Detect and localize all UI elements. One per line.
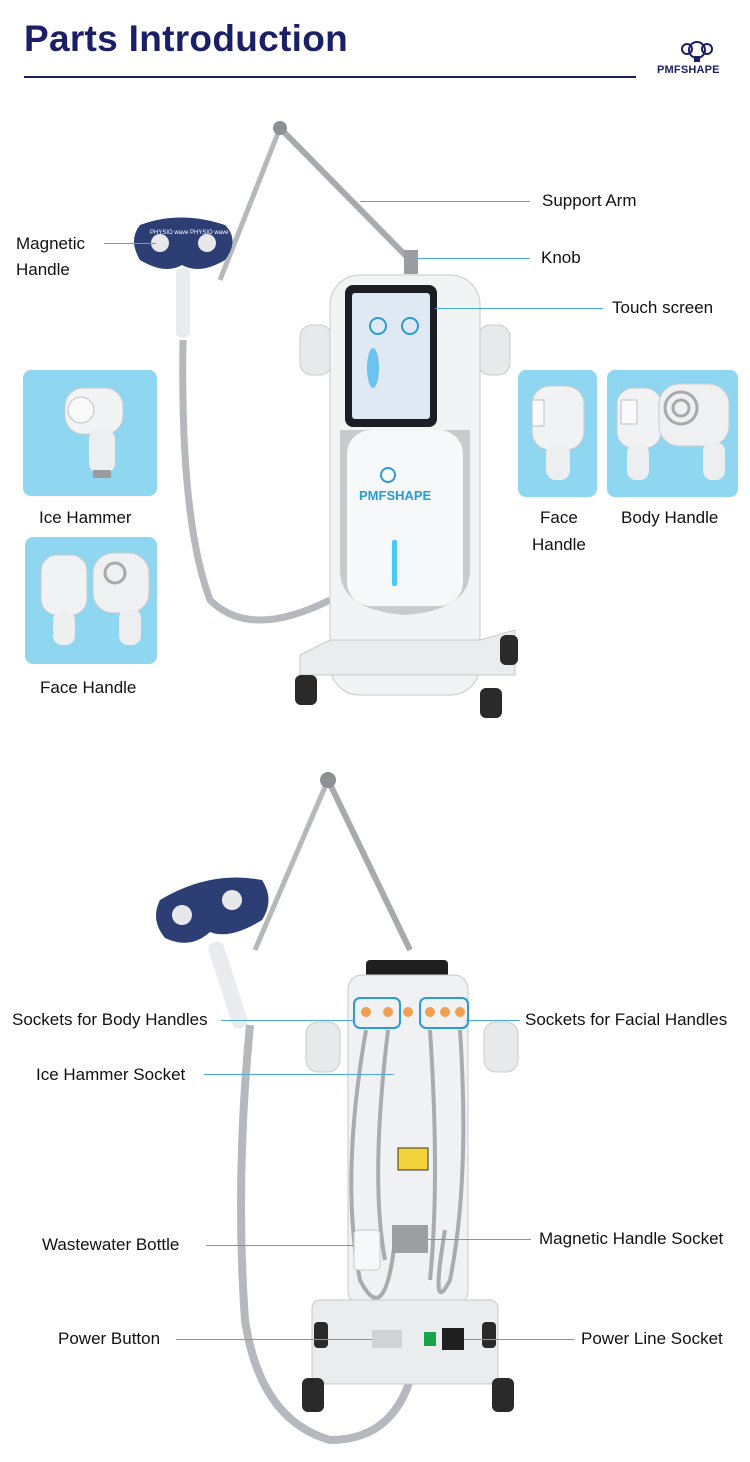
brand-mascot-icon xyxy=(681,41,713,62)
device-back-illustration xyxy=(156,772,519,1445)
label-wastewater-bottle: Wastewater Bottle xyxy=(42,1235,180,1254)
label-magnetic-handle-1: Magnetic xyxy=(16,234,85,253)
device-brand-text: PMFSHAPE xyxy=(359,488,432,503)
leader-magnetic-handle xyxy=(104,243,156,244)
title-underline xyxy=(24,76,636,78)
body-handle-icon xyxy=(616,383,730,480)
label-face-handle-left: Face Handle xyxy=(40,678,137,697)
label-sockets-facial: Sockets for Facial Handles xyxy=(525,1010,728,1029)
label-ice-hammer: Ice Hammer xyxy=(39,508,132,527)
label-touch-screen: Touch screen xyxy=(612,298,714,317)
page-title: Parts Introduction xyxy=(24,18,349,59)
face-handle-icon xyxy=(531,385,585,480)
magnetic-handle-paddle: PHYSIO wave PHYSIO wave xyxy=(134,217,233,338)
label-magnetic-handle-socket: Magnetic Handle Socket xyxy=(539,1229,724,1248)
label-power-button: Power Button xyxy=(58,1329,161,1348)
tile-face-handle-right xyxy=(518,370,597,497)
ice-hammer-icon xyxy=(64,387,124,478)
leader-power-line-socket xyxy=(464,1339,574,1340)
device-front-illustration: PHYSIO wave PHYSIO wave PMFSHAPE xyxy=(134,121,518,718)
label-knob: Knob xyxy=(541,248,581,267)
paddle-text-left: PHYSIO wave xyxy=(150,230,189,236)
label-sockets-body: Sockets for Body Handles xyxy=(12,1010,208,1029)
label-face-handle-right-1: Face xyxy=(540,508,578,527)
leader-magnetic-handle-socket xyxy=(428,1239,531,1240)
label-face-handle-right-2: Handle xyxy=(532,535,586,554)
label-support-arm: Support Arm xyxy=(542,191,637,210)
leader-support-arm xyxy=(360,201,530,202)
leader-ice-hammer-socket xyxy=(204,1074,394,1075)
leader-sockets-facial xyxy=(466,1020,520,1021)
label-ice-hammer-socket: Ice Hammer Socket xyxy=(36,1065,186,1084)
tile-ice-hammer xyxy=(23,370,157,496)
label-power-line-socket: Power Line Socket xyxy=(581,1329,723,1348)
leader-touch-screen xyxy=(435,308,603,309)
label-magnetic-handle-2: Handle xyxy=(16,260,70,279)
paddle-text-right: PHYSIO wave xyxy=(190,230,229,236)
leader-knob xyxy=(418,258,530,259)
leader-sockets-body xyxy=(221,1020,355,1021)
tile-body-handle xyxy=(607,370,738,497)
brand-logo-text: PMFSHAPE xyxy=(657,64,720,76)
leader-power-button xyxy=(176,1339,372,1340)
leader-wastewater-bottle xyxy=(206,1245,354,1246)
face-handle-icon xyxy=(40,552,150,645)
label-body-handle: Body Handle xyxy=(621,508,719,527)
tile-face-handle-left xyxy=(25,537,157,664)
